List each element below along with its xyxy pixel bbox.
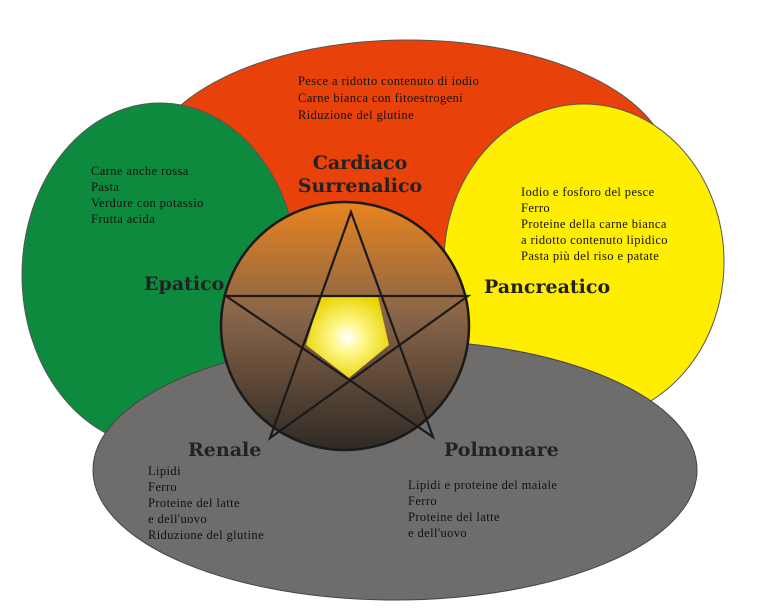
- renale-item: Ferro: [148, 480, 177, 494]
- epatico-item: Pasta: [91, 180, 119, 194]
- cardiaco-item: Riduzione del glutine: [298, 108, 414, 122]
- polmonare-title: Polmonare: [444, 439, 559, 461]
- pancreatico-item: Iodio e fosforo del pesce: [521, 185, 655, 199]
- cardiaco-title-line1: Cardiaco: [313, 152, 408, 174]
- pancreatico-item: Proteine della carne bianca: [521, 217, 667, 231]
- renale-item: Lipidi: [148, 464, 181, 478]
- epatico-item: Verdure con potassio: [91, 196, 204, 210]
- pancreatico-item: a ridotto contenuto lipidico: [521, 233, 668, 247]
- cardiaco-item: Carne bianca con fitoestrogeni: [298, 91, 463, 105]
- renale-item: Riduzione del glutine: [148, 528, 264, 542]
- polmonare-item: e dell'uovo: [408, 526, 467, 540]
- cardiaco-item: Pesce a ridotto contenuto di iodio: [298, 74, 479, 88]
- pancreatico-item: Pasta più del riso e patate: [521, 249, 659, 263]
- epatico-item: Carne anche rossa: [91, 164, 189, 178]
- polmonare-item: Lipidi e proteine del maiale: [408, 478, 557, 492]
- renale-item: Proteine del latte: [148, 496, 240, 510]
- pancreatico-title: Pancreatico: [484, 276, 610, 298]
- renale-item: e dell'uovo: [148, 512, 207, 526]
- pentagram: [222, 208, 472, 441]
- polmonare-item: Ferro: [408, 494, 437, 508]
- pancreatico-item: Ferro: [521, 201, 550, 215]
- cardiaco-title-line2: Surrenalico: [298, 175, 422, 197]
- polmonare-item: Proteine del latte: [408, 510, 500, 524]
- center-pentagon: [306, 297, 389, 378]
- epatico-title: Epatico: [144, 273, 224, 295]
- renale-title: Renale: [188, 439, 261, 461]
- epatico-item: Frutta acida: [91, 212, 155, 226]
